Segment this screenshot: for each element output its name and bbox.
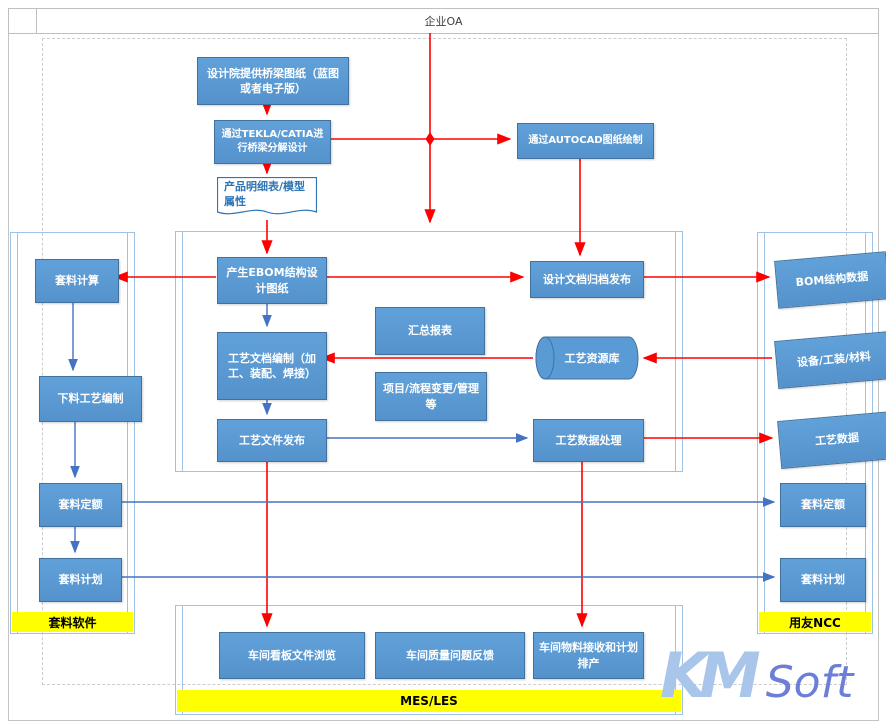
nesting-lane: 套料软件	[10, 232, 135, 634]
node-equipment-material: 设备/工装/材料	[774, 331, 886, 389]
node-nesting-plan-right: 套料计划	[780, 558, 866, 602]
node-label: 通过TEKLA/CATIA进行桥梁分解设计	[221, 129, 324, 154]
cylinder-shape	[535, 336, 639, 380]
node-label: 项目/流程变更/管理等	[382, 382, 480, 411]
node-label: 产生EBOM结构设计图纸	[226, 266, 318, 295]
node-label: 工艺数据处理	[555, 433, 622, 447]
mes-lane: MES/LES	[175, 605, 683, 715]
node-process-release: 工艺文件发布	[217, 419, 327, 462]
node-nesting-plan-left: 套料计划	[39, 558, 122, 602]
node-bom-data: BOM结构数据	[774, 251, 886, 309]
logo-km-text: KM	[660, 639, 761, 712]
node-kanban-browse: 车间看板文件浏览	[219, 632, 365, 679]
nesting-lane-label: 套料软件	[12, 612, 133, 632]
node-process-doc: 工艺文档编制（加工、装配、焊接）	[217, 332, 327, 400]
node-label: 工艺文件发布	[239, 433, 305, 447]
oa-lane: 企业OA	[8, 8, 879, 34]
node-doc-archive: 设计文档归档发布	[530, 261, 644, 298]
node-label: 产品明细表/模型属性	[224, 180, 306, 208]
node-label: 车间看板文件浏览	[248, 648, 336, 662]
node-label: 下料工艺编制	[57, 392, 124, 406]
node-label: 设计院提供桥梁图纸（蓝图或者电子版）	[207, 66, 339, 95]
node-label: 套料计算	[55, 274, 99, 288]
node-label: 车间质量问题反馈	[406, 648, 494, 662]
node-label: 套料定额	[801, 498, 845, 512]
mes-lane-label: MES/LES	[177, 690, 681, 712]
oa-lane-divider	[36, 9, 37, 33]
node-label: 车间物料接收和计划排产	[539, 641, 638, 670]
node-process-resource-lib: 工艺资源库	[535, 336, 639, 380]
node-label: 汇总报表	[408, 324, 452, 338]
lane-inner-line	[675, 606, 676, 714]
lane-inner-line	[675, 232, 676, 471]
node-label: BOM结构数据	[795, 270, 869, 290]
lane-inner-line	[127, 233, 128, 633]
node-label: 套料定额	[58, 498, 103, 512]
node-material-receive: 车间物料接收和计划排产	[533, 632, 644, 679]
node-label: 套料计划	[801, 573, 845, 587]
node-project-change: 项目/流程变更/管理等	[375, 372, 487, 421]
lane-inner-line	[17, 233, 18, 633]
node-label: 通过AUTOCAD图纸绘制	[528, 135, 643, 146]
ncc-lane-label: 用友NCC	[759, 612, 871, 632]
logo-soft-text: Soft	[765, 657, 854, 708]
node-process-data: 工艺数据处理	[533, 419, 644, 462]
node-summary-report: 汇总报表	[375, 307, 485, 355]
node-quality-feedback: 车间质量问题反馈	[375, 632, 525, 679]
node-nesting-quota-left: 套料定额	[39, 483, 122, 527]
node-nesting-quota-right: 套料定额	[780, 483, 866, 527]
node-ebom: 产生EBOM结构设计图纸	[217, 257, 327, 304]
node-label: 套料计划	[58, 573, 103, 587]
node-label: 设计文档归档发布	[543, 272, 631, 286]
node-nesting-calc: 套料计算	[35, 259, 119, 303]
node-autocad: 通过AUTOCAD图纸绘制	[517, 123, 654, 159]
node-design-institute: 设计院提供桥梁图纸（蓝图或者电子版）	[197, 57, 349, 105]
node-process-data-right: 工艺数据	[777, 411, 886, 469]
node-tekla-catia: 通过TEKLA/CATIA进行桥梁分解设计	[214, 120, 331, 164]
node-label: 工艺数据	[814, 431, 860, 449]
lane-inner-line	[182, 606, 183, 714]
lane-inner-line	[182, 232, 183, 471]
oa-lane-title: 企业OA	[424, 15, 463, 28]
plm-lane	[175, 231, 683, 472]
lane-inner-line	[764, 233, 765, 633]
document-shape	[217, 177, 317, 215]
kmsoft-logo: KM Soft	[660, 645, 853, 707]
node-label: 工艺文档编制（加工、装配、焊接）	[228, 351, 316, 380]
node-cutting-process: 下料工艺编制	[39, 376, 142, 422]
node-product-detail-doc: 产品明细表/模型属性	[217, 177, 317, 220]
node-label: 工艺资源库	[564, 352, 620, 365]
node-label: 设备/工装/材料	[796, 350, 872, 370]
